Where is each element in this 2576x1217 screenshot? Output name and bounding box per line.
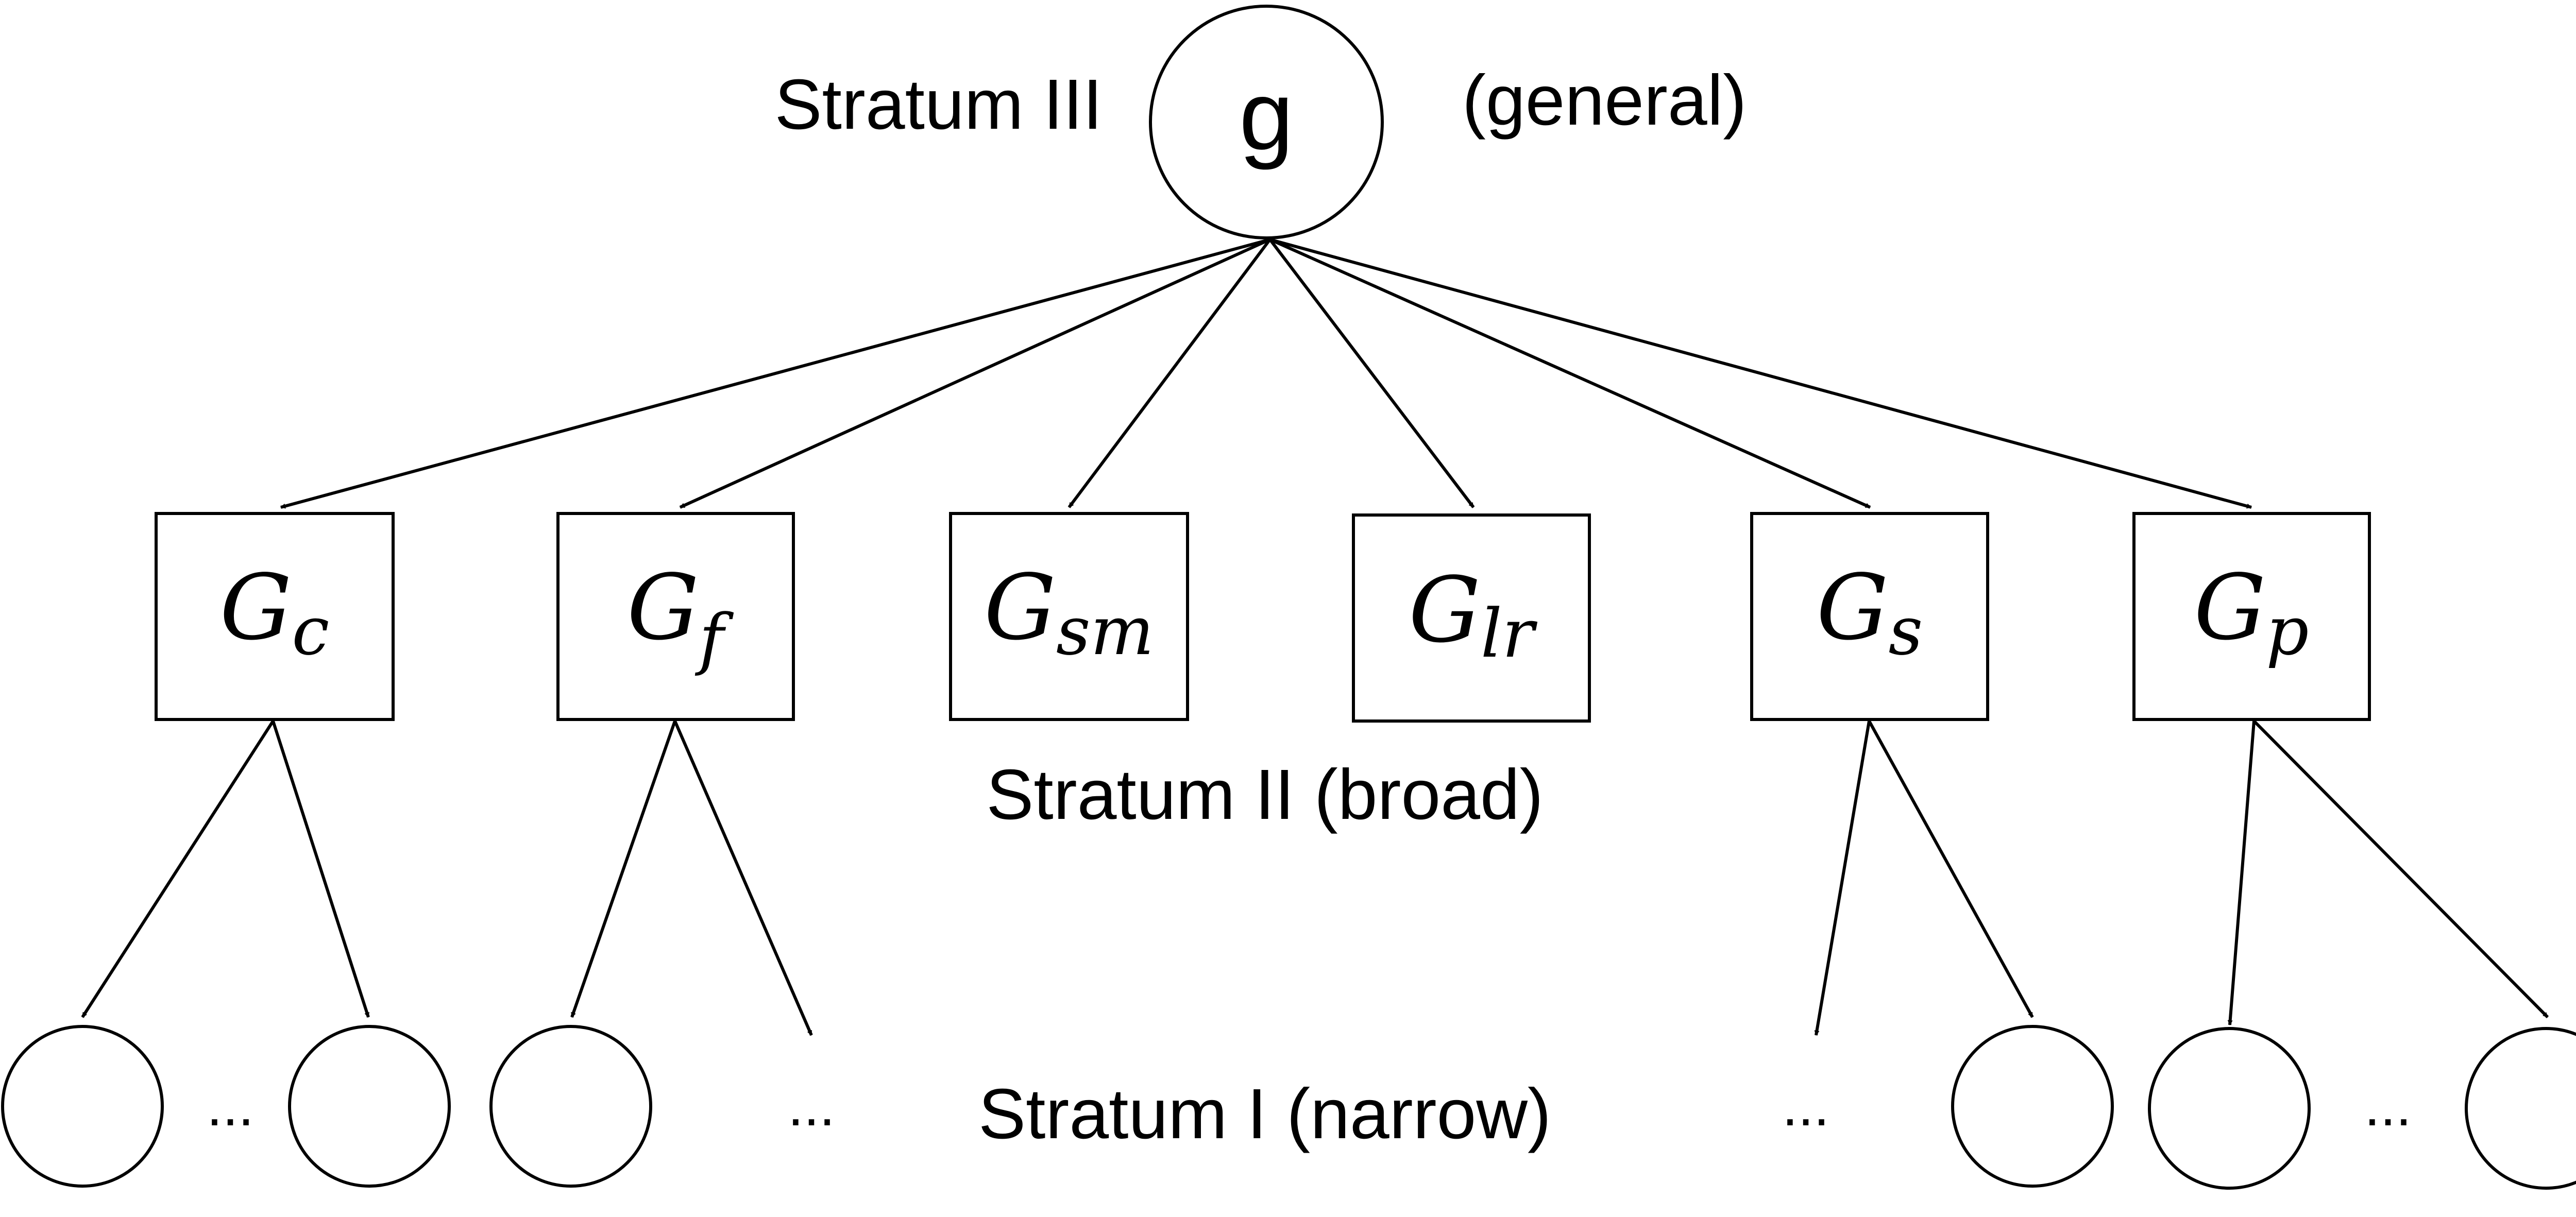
stratum-i-label: Stratum I (narrow) (978, 1074, 1551, 1154)
narrow-node (489, 1025, 652, 1188)
factor-label-gf: Gf (627, 556, 734, 678)
edge-gf-to-narrow-2 (673, 720, 813, 1036)
edge-g-to-glr (1268, 238, 1475, 508)
factor-box-gs: Gs (1750, 512, 1989, 721)
factor-box-gp: Gp (2132, 512, 2371, 721)
edge-gp-to-narrow-1 (2227, 721, 2256, 1025)
ellipsis: ... (1782, 1074, 1829, 1138)
ellipsis: ... (2364, 1074, 2412, 1138)
edge-gs-to-narrow-1 (1814, 721, 1871, 1036)
edge-gp-to-narrow-2 (2252, 719, 2549, 1019)
edge-g-to-gsm (1067, 238, 1272, 508)
edge-g-to-gf (679, 238, 1271, 509)
stratum-iii-label: Stratum III (775, 65, 1103, 144)
edge-gf-to-narrow-1 (570, 721, 676, 1018)
factor-label-gc: Gc (220, 556, 330, 670)
edge-gc-to-narrow-2 (272, 721, 370, 1018)
narrow-node (2148, 1027, 2311, 1190)
edge-g-to-gc (280, 238, 1270, 509)
narrow-node (1951, 1025, 2114, 1188)
narrow-node (288, 1025, 451, 1188)
narrow-node (2465, 1027, 2576, 1190)
factor-box-gc: Gc (155, 512, 395, 721)
stratum-ii-label: Stratum II (broad) (986, 755, 1543, 834)
factor-box-glr: Glr (1352, 513, 1591, 723)
edge-gc-to-narrow-1 (81, 720, 275, 1018)
narrow-node (1, 1025, 164, 1188)
edge-g-to-gs (1269, 238, 1871, 509)
factor-label-gsm: Gsm (984, 556, 1154, 670)
factor-label-gp: Gp (2194, 556, 2309, 670)
edges-stratum-iii-to-ii (280, 238, 2252, 509)
factor-label-glr: Glr (1409, 558, 1537, 673)
edge-gs-to-narrow-2 (1868, 720, 2034, 1018)
ellipsis: ... (788, 1074, 835, 1138)
stratum-i: ... ... Stratum I (narrow) ... ... (1, 1025, 2576, 1190)
general-label: (general) (1462, 61, 1747, 140)
g-node (1149, 5, 1384, 239)
factor-box-gf: Gf (556, 512, 795, 721)
factor-box-gsm: Gsm (949, 512, 1189, 721)
ellipsis: ... (207, 1074, 254, 1138)
edge-g-to-gp (1269, 238, 2252, 509)
stratum-iii: Stratum III g (general) (775, 5, 1747, 239)
edges-stratum-ii-to-i (81, 719, 2549, 1036)
stratum-ii: Gc Gf Gsm Glr Gs Gp Stratum II (broad) (155, 512, 2371, 834)
g-node-label: g (1239, 61, 1294, 170)
factor-label-gs: Gs (1817, 556, 1923, 670)
